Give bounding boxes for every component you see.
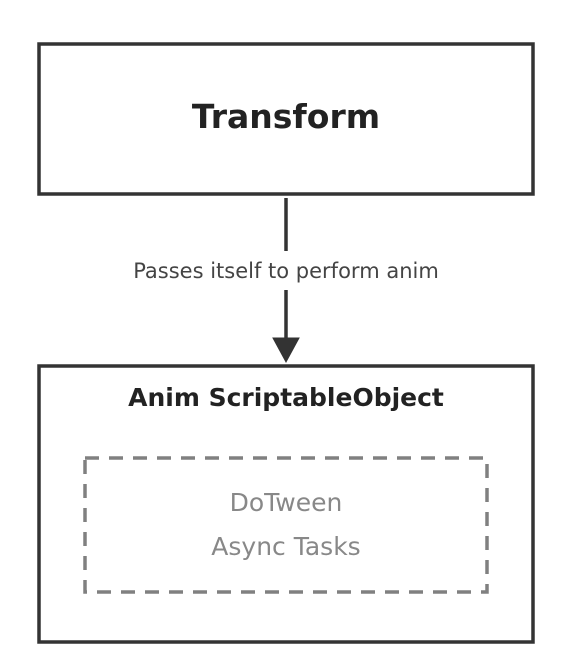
inner-group: DoTween Async Tasks (83, 456, 489, 594)
inner-line-async-tasks: Async Tasks (211, 532, 360, 561)
transform-label: Transform (192, 97, 380, 136)
inner-line-dotween: DoTween (230, 488, 343, 517)
arrowhead-icon (272, 337, 300, 364)
transform-box (37, 42, 535, 196)
passes-edge: Passes itself to perform anim (133, 198, 439, 364)
inner-dashed-box (83, 456, 489, 594)
edge-label: Passes itself to perform anim (133, 259, 439, 283)
anim-node: Anim ScriptableObject DoTween Async Task… (37, 364, 535, 644)
transform-node: Transform (37, 42, 535, 196)
anim-box (37, 364, 535, 644)
anim-label: Anim ScriptableObject (128, 383, 444, 412)
